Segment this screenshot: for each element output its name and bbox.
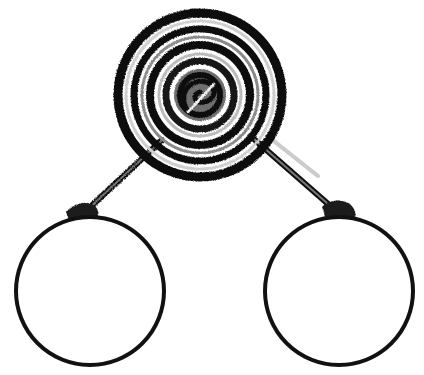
edge-root-right [255, 138, 356, 225]
left-child-node [16, 217, 164, 365]
root-node [118, 13, 282, 177]
right-child-node [265, 217, 413, 365]
